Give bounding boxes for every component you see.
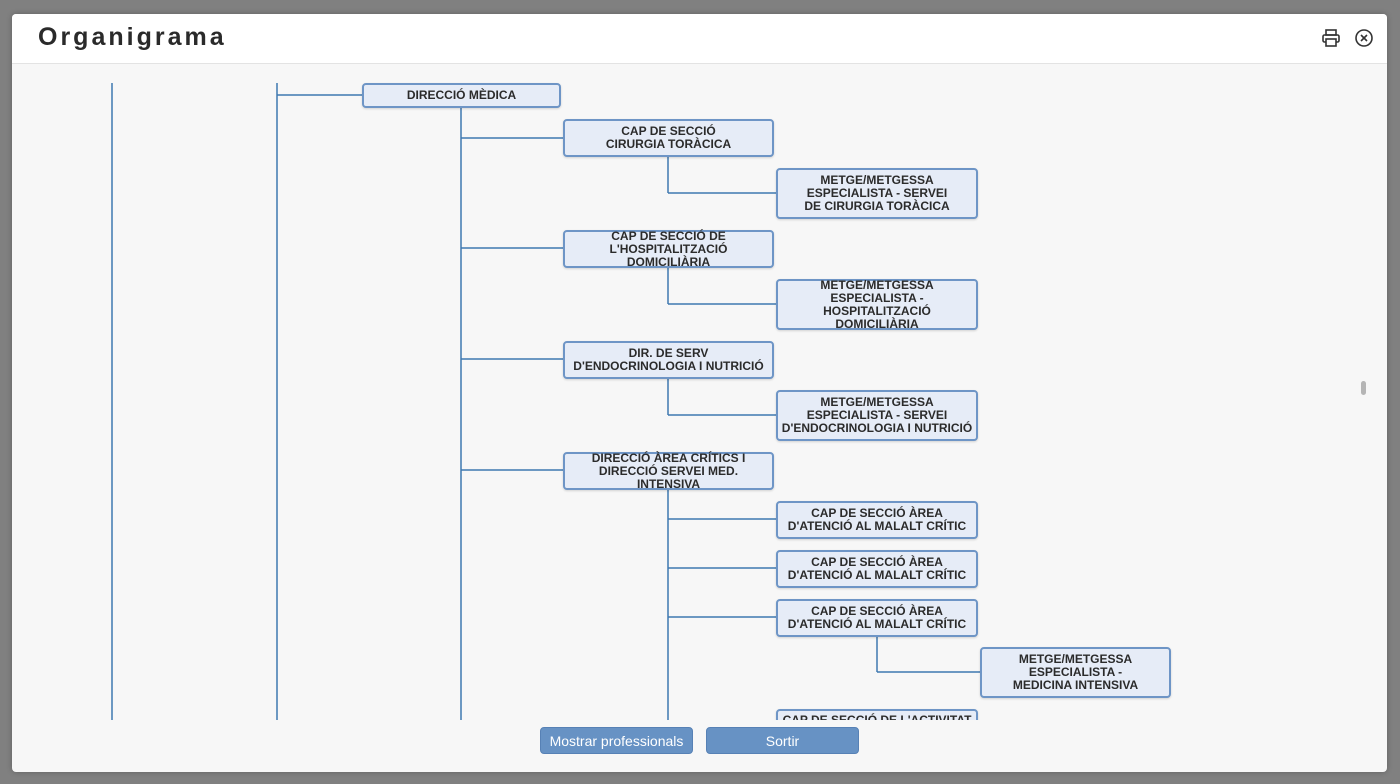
org-node-cap-malalt-critic-2[interactable]: CAP DE SECCIÓ ÀREA D'ATENCIÓ AL MALALT C… (776, 550, 978, 588)
org-node-direccio-medica[interactable]: DIRECCIÓ MÈDICA (362, 83, 561, 108)
organigram-dialog: Organigrama (12, 14, 1387, 772)
org-node-metge-hospitalitzacio[interactable]: METGE/METGESSA ESPECIALISTA - HOSPITALIT… (776, 278, 978, 330)
org-node-dir-endocrinologia[interactable]: DIR. DE SERV D'ENDOCRINOLOGIA I NUTRICIÓ (563, 341, 774, 379)
close-icon[interactable] (1354, 28, 1374, 48)
org-node-cap-malalt-critic-3[interactable]: CAP DE SECCIÓ ÀREA D'ATENCIÓ AL MALALT C… (776, 599, 978, 637)
printer-icon[interactable] (1321, 28, 1341, 48)
org-node-cap-activitat[interactable]: CAP DE SECCIÓ DE L'ACTIVITAT (776, 709, 978, 720)
org-node-cap-malalt-critic-1[interactable]: CAP DE SECCIÓ ÀREA D'ATENCIÓ AL MALALT C… (776, 501, 978, 539)
org-node-direccio-critics[interactable]: DIRECCIÓ ÀREA CRÍTICS I DIRECCIÓ SERVEI … (563, 451, 774, 490)
dialog-title: Organigrama (38, 23, 227, 51)
exit-button[interactable]: Sortir (706, 727, 859, 754)
org-node-cap-hospitalitzacio[interactable]: CAP DE SECCIÓ DE L'HOSPITALITZACIÓ DOMIC… (563, 229, 774, 268)
show-professionals-button[interactable]: Mostrar professionals (540, 727, 693, 754)
org-node-metge-endocrinologia[interactable]: METGE/METGESSA ESPECIALISTA - SERVEI D'E… (776, 390, 978, 441)
org-node-cap-cirurgia-toracica[interactable]: CAP DE SECCIÓ CIRURGIA TORÀCICA (563, 119, 774, 157)
dialog-header: Organigrama (12, 14, 1387, 64)
vertical-scrollbar-thumb[interactable] (1361, 381, 1366, 395)
org-chart-connectors (111, 83, 981, 720)
org-chart-viewport[interactable]: DIRECCIÓ MÈDICA CAP DE SECCIÓ CIRURGIA T… (12, 64, 1387, 720)
org-node-metge-medicina-intensiva[interactable]: METGE/METGESSA ESPECIALISTA - MEDICINA I… (980, 647, 1171, 698)
org-node-metge-cirurgia-toracica[interactable]: METGE/METGESSA ESPECIALISTA - SERVEI DE … (776, 168, 978, 219)
